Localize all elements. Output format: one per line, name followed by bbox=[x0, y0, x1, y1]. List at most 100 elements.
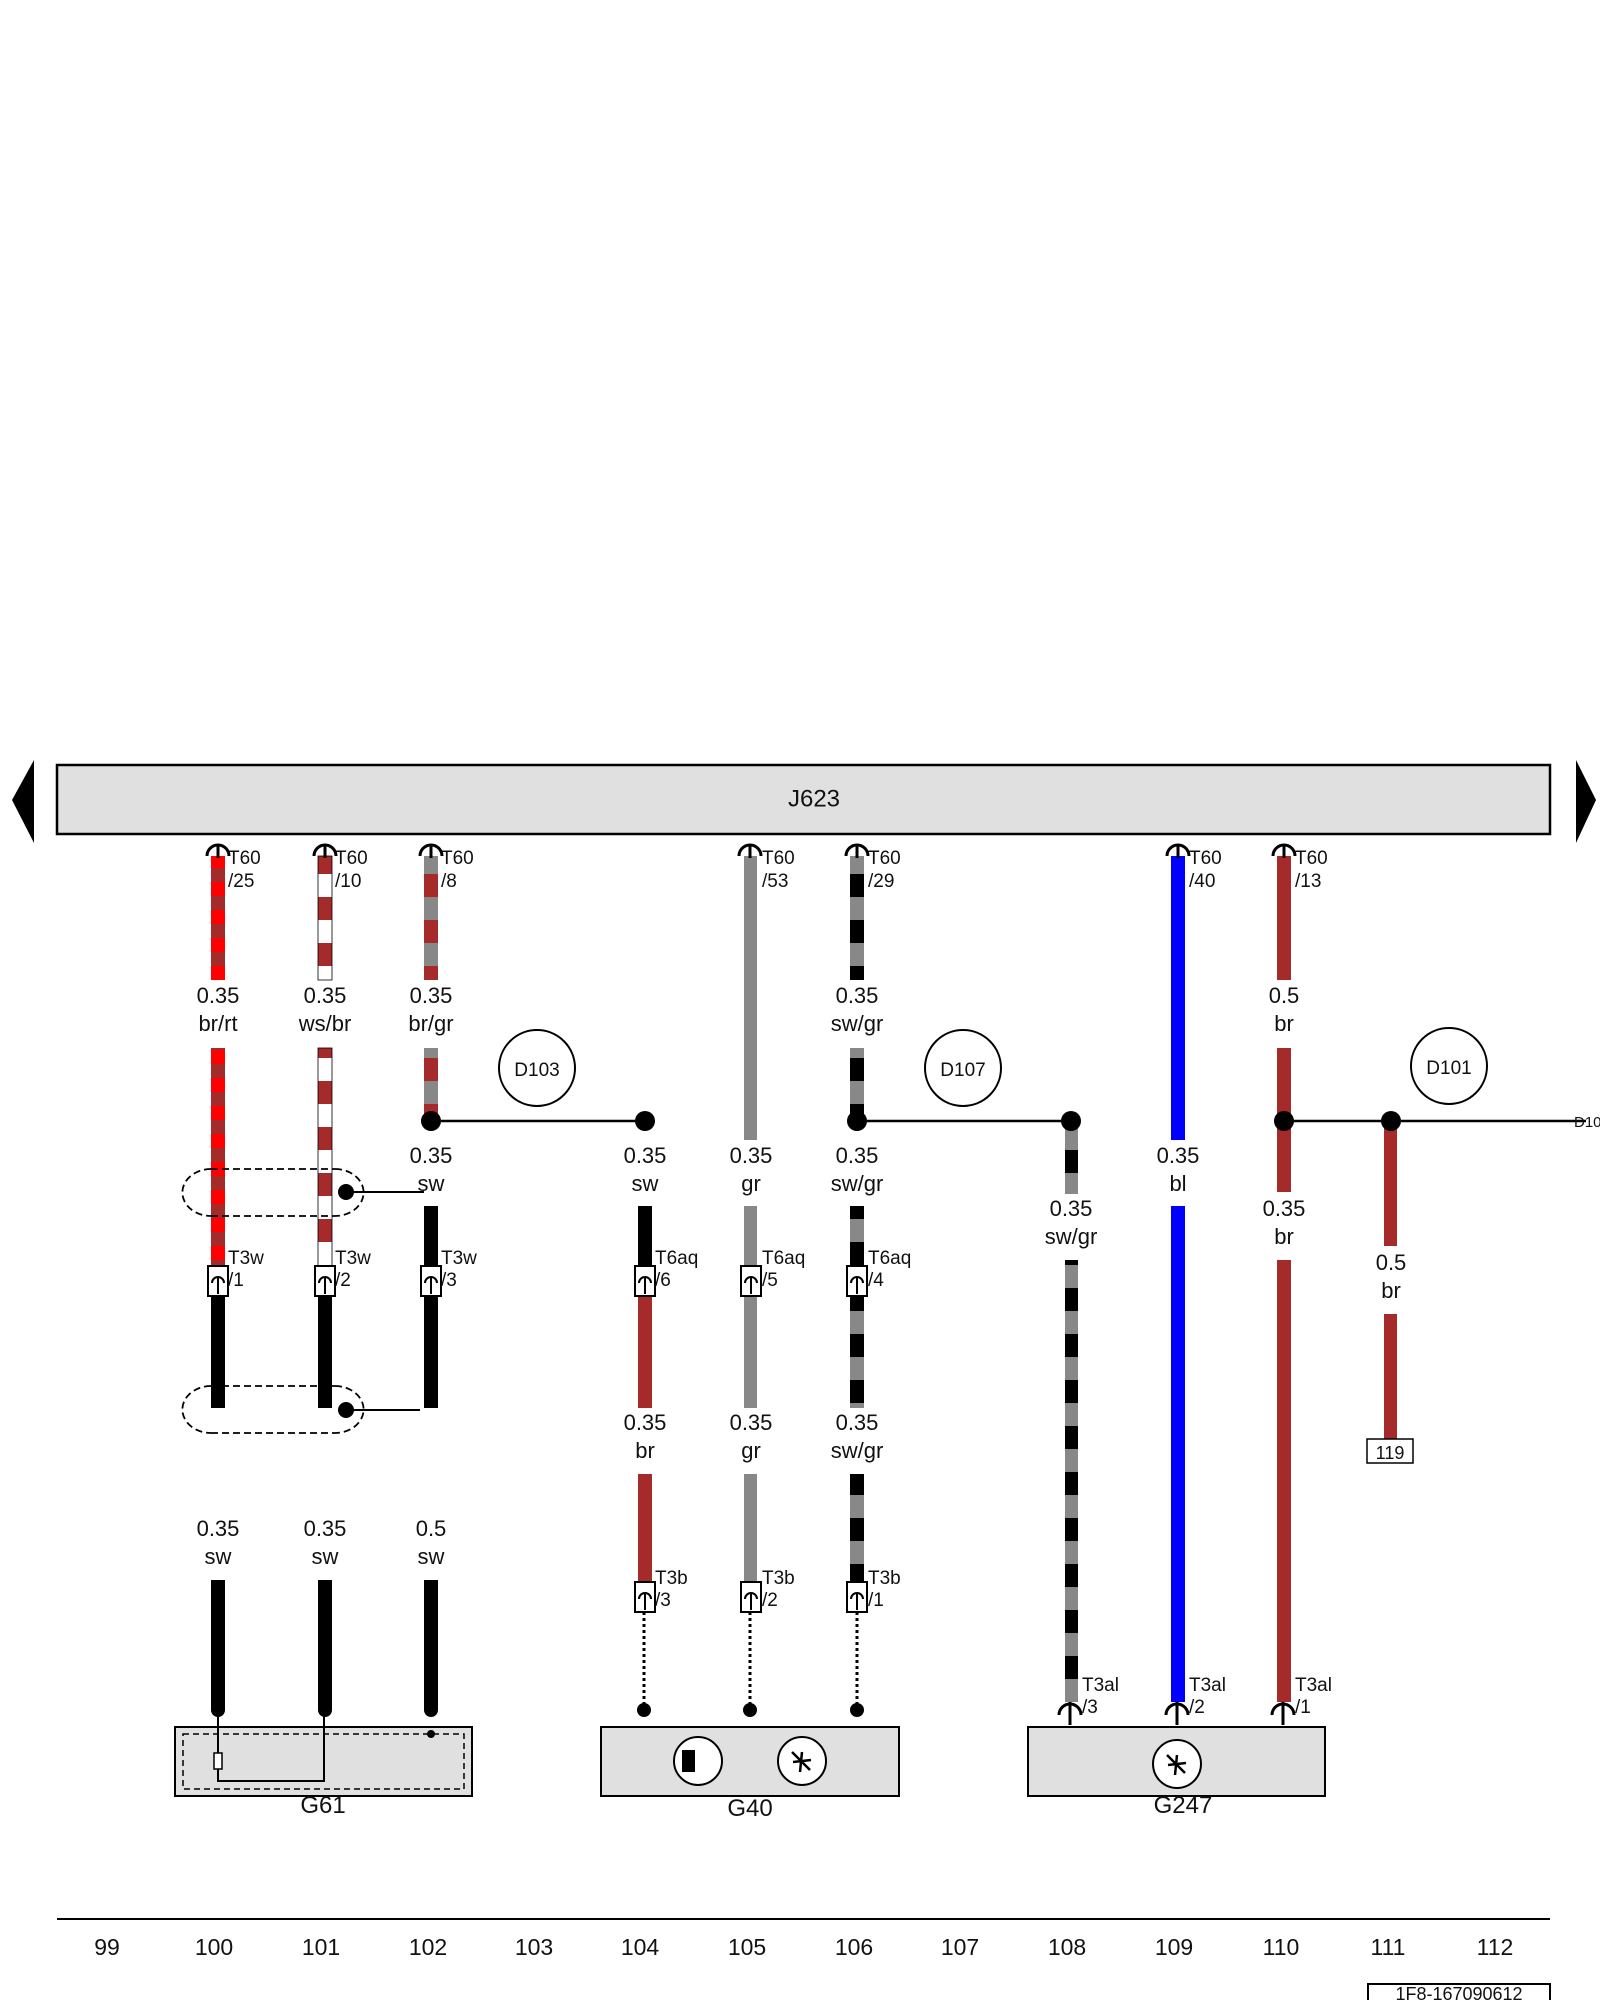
mid-pin-conn: T6aq bbox=[762, 1248, 805, 1269]
top-pin-num: /8 bbox=[441, 871, 457, 892]
doc-number-box bbox=[1367, 1983, 1551, 2000]
wire-color: br bbox=[635, 1438, 655, 1463]
mid-pin-num: /3 bbox=[441, 1270, 457, 1291]
mid-pin-num: /2 bbox=[762, 1590, 778, 1611]
inline-connector-glyphs bbox=[207, 1265, 868, 1613]
wire-size: 0.35 bbox=[304, 1516, 347, 1541]
mid-pin-conn: T3al bbox=[1082, 1675, 1119, 1696]
mid-pin-num: /1 bbox=[228, 1270, 244, 1291]
wire-size: 0.35 bbox=[836, 1410, 879, 1435]
wire-size: 0.35 bbox=[410, 983, 453, 1008]
mid-pin-conn: T3b bbox=[655, 1568, 688, 1589]
mid-pin-conn: T6aq bbox=[655, 1248, 698, 1269]
shield-lower-dot bbox=[338, 1402, 354, 1418]
ref-box-label: 119 bbox=[1376, 1443, 1405, 1463]
grid-number: 106 bbox=[835, 1934, 873, 1960]
page-left-arrow bbox=[12, 760, 34, 843]
offpage-edge-label: D10 bbox=[1574, 1114, 1600, 1131]
grid-number: 112 bbox=[1477, 1934, 1514, 1960]
wire-labels: 0.35 br/rt 0.35 ws/br 0.35 br/gr 0.35 sw… bbox=[197, 983, 1407, 1569]
wire-color: sw bbox=[418, 1171, 445, 1196]
shield-lower bbox=[181, 1385, 365, 1434]
grid-number: 101 bbox=[302, 1934, 340, 1960]
mid-pin-conn: T3w bbox=[228, 1248, 264, 1269]
grid-number: 107 bbox=[941, 1934, 979, 1960]
top-pin-num: /53 bbox=[762, 871, 788, 892]
top-pin-conn: T60 bbox=[335, 848, 368, 869]
grid-number: 102 bbox=[409, 1934, 447, 1960]
wire-size: 0.35 bbox=[304, 983, 347, 1008]
grid-number: 103 bbox=[515, 1934, 553, 1960]
top-pin-conn: T60 bbox=[228, 848, 261, 869]
wire-size: 0.5 bbox=[1376, 1250, 1407, 1275]
top-pin-conn: T60 bbox=[762, 848, 795, 869]
mid-pin-conn: T3b bbox=[868, 1568, 901, 1589]
wire-size: 0.35 bbox=[197, 1516, 240, 1541]
mid-pin-labels: T3w /1 T3w /2 T3w /3 T6aq /6 T6aq /5 T6a… bbox=[228, 1248, 1332, 1718]
wire-color: sw bbox=[312, 1544, 339, 1569]
mid-pin-num: /3 bbox=[1082, 1697, 1098, 1718]
mid-pin-num: /6 bbox=[655, 1270, 671, 1291]
shield-upper-dot bbox=[338, 1184, 354, 1200]
mid-pin-num: /2 bbox=[1189, 1697, 1205, 1718]
mid-pin-conn: T3al bbox=[1295, 1675, 1332, 1696]
wire-color: sw/gr bbox=[831, 1171, 884, 1196]
splice-d101: D101 bbox=[1426, 1058, 1471, 1079]
wire-color: sw/gr bbox=[831, 1438, 884, 1463]
top-pin-num: /40 bbox=[1189, 871, 1215, 892]
wire-color: sw bbox=[632, 1171, 659, 1196]
grid-number: 111 bbox=[1371, 1934, 1406, 1960]
g247-label: G247 bbox=[1154, 1792, 1213, 1819]
wire-size: 0.5 bbox=[1269, 983, 1300, 1008]
mid-pin-num: /1 bbox=[868, 1590, 884, 1611]
wire-color: bl bbox=[1169, 1171, 1186, 1196]
top-pin-num: /29 bbox=[868, 871, 894, 892]
wire-color: gr bbox=[741, 1438, 761, 1463]
top-pin-labels: T60 /25 T60 /10 T60 /8 T60 /53 T60 /29 T… bbox=[228, 848, 1328, 892]
wire-color: sw/gr bbox=[831, 1011, 884, 1036]
splice-d107: D107 bbox=[940, 1060, 985, 1081]
mid-pin-conn: T3b bbox=[762, 1568, 795, 1589]
mid-pin-conn: T3w bbox=[441, 1248, 477, 1269]
mid-pin-num: /3 bbox=[655, 1590, 671, 1611]
wire-color: sw bbox=[418, 1544, 445, 1569]
wire-size: 0.35 bbox=[1263, 1196, 1306, 1221]
wire-size: 0.35 bbox=[1050, 1196, 1093, 1221]
wire-size: 0.35 bbox=[624, 1410, 667, 1435]
wires-middle bbox=[211, 1047, 1397, 1702]
top-pin-num: /10 bbox=[335, 871, 361, 892]
terminal-dots bbox=[211, 1703, 864, 1717]
wire-size: 0.35 bbox=[1157, 1143, 1200, 1168]
top-pin-num: /25 bbox=[228, 871, 254, 892]
grid-number: 100 bbox=[195, 1934, 233, 1960]
wire-size: 0.5 bbox=[416, 1516, 447, 1541]
wire-color: br bbox=[1381, 1278, 1401, 1303]
top-pin-conn: T60 bbox=[868, 848, 901, 869]
mid-pin-num: /1 bbox=[1295, 1697, 1311, 1718]
wire-size: 0.35 bbox=[410, 1143, 453, 1168]
page-right-arrow bbox=[1576, 760, 1596, 843]
wire-size: 0.35 bbox=[730, 1410, 773, 1435]
g40-component bbox=[600, 1726, 900, 1797]
inline-connector-arrows bbox=[211, 1276, 864, 1610]
mid-pin-num: /2 bbox=[335, 1270, 351, 1291]
wire-color: sw/gr bbox=[1045, 1224, 1098, 1249]
top-pin-conn: T60 bbox=[441, 848, 474, 869]
wire-color: sw bbox=[205, 1544, 232, 1569]
g61-label: G61 bbox=[300, 1792, 345, 1819]
wire-color: gr bbox=[741, 1171, 761, 1196]
wire-color: ws/br bbox=[298, 1011, 352, 1036]
shield-upper bbox=[181, 1168, 365, 1217]
splice-d103: D103 bbox=[514, 1060, 559, 1081]
control-unit-box bbox=[55, 763, 1552, 836]
top-pin-num: /13 bbox=[1295, 871, 1321, 892]
wire-size: 0.35 bbox=[197, 983, 240, 1008]
doc-number: 1F8-167090612 bbox=[1395, 1984, 1522, 2000]
ref-box bbox=[1366, 1438, 1414, 1464]
wire-size: 0.35 bbox=[836, 1143, 879, 1168]
top-connector-glyphs bbox=[205, 843, 1297, 858]
grid-number: 110 bbox=[1263, 1934, 1300, 1960]
control-unit-label: J623 bbox=[788, 785, 840, 812]
grid-number: 104 bbox=[621, 1934, 660, 1960]
